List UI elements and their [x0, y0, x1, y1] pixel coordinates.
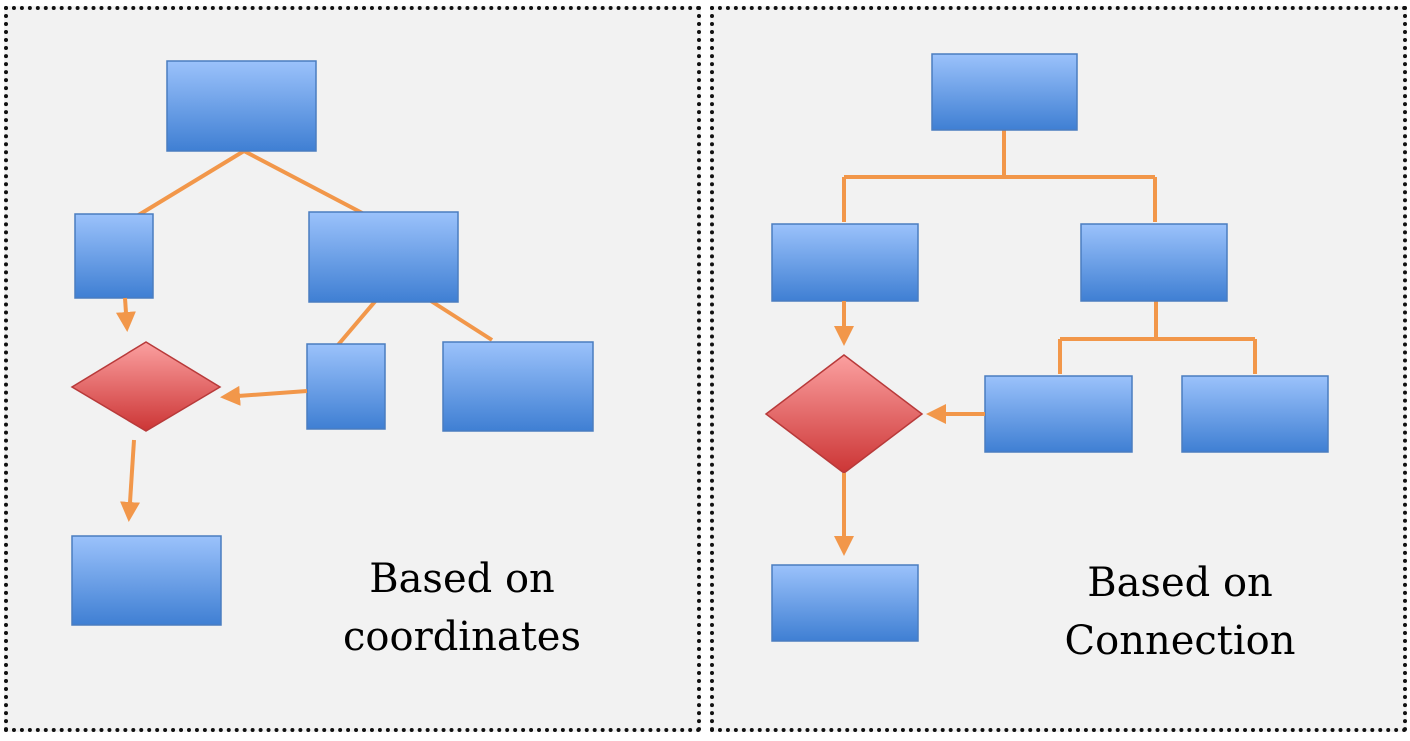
process-box — [74, 213, 154, 299]
process-box — [1181, 375, 1329, 453]
caption-line: Based on — [1087, 560, 1273, 606]
process-box — [166, 60, 317, 152]
process-box — [71, 535, 222, 626]
connector-line — [1058, 300, 1257, 374]
connector-line — [130, 149, 246, 221]
caption-line: coordinates — [343, 614, 581, 660]
process-box — [984, 375, 1133, 453]
panel-connection: Based on Connection — [710, 6, 1407, 732]
process-box — [931, 53, 1078, 131]
process-box — [1080, 223, 1228, 302]
process-box — [442, 341, 594, 432]
caption-coordinates: Based on coordinates — [308, 550, 616, 666]
caption-line: Connection — [1064, 618, 1296, 664]
connector-line — [842, 130, 1157, 222]
caption-connection: Based on Connection — [1026, 554, 1334, 670]
diagram-connection — [764, 53, 1329, 642]
caption-line: Based on — [369, 556, 555, 602]
panel-coordinates: Based on coordinates — [4, 6, 701, 732]
process-box — [771, 564, 919, 642]
process-box — [308, 211, 459, 303]
process-box — [771, 223, 919, 302]
decision-diamond — [764, 354, 924, 474]
connector-line — [243, 149, 367, 217]
connector-arrow — [220, 385, 308, 406]
connector-arrow — [115, 297, 136, 332]
diagram-coordinates — [70, 60, 594, 626]
connector-arrow — [120, 439, 141, 522]
process-box — [306, 343, 386, 430]
decision-diamond — [70, 341, 222, 432]
